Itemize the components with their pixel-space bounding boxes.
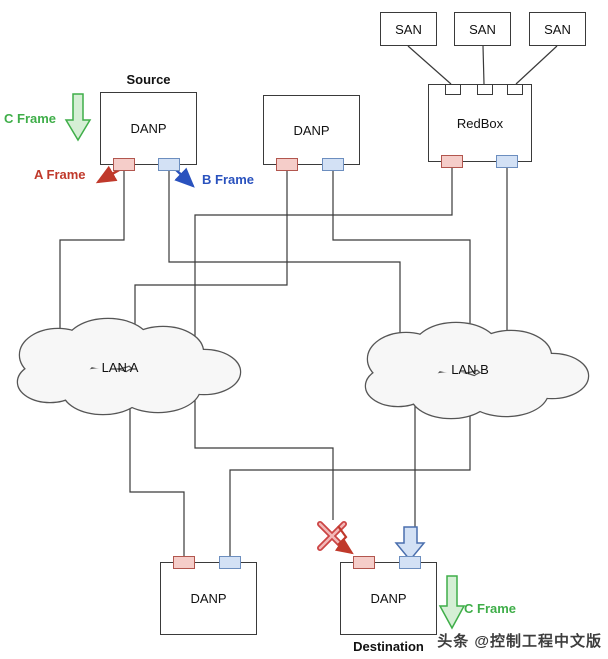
- a-frame-label: A Frame: [34, 167, 86, 182]
- node-redbox: RedBox: [428, 84, 532, 162]
- danp-source-port-a: [113, 158, 135, 171]
- danp-bottom-left-port-a: [173, 556, 195, 569]
- node-san-3: SAN: [529, 12, 586, 46]
- danp-bottom-left-label: DANP: [190, 591, 227, 606]
- c-frame-bottom-arrow: [438, 575, 466, 630]
- connection-lines: [59, 45, 558, 560]
- redbox-uplink-port-2: [477, 84, 493, 95]
- san-1-label: SAN: [395, 21, 422, 37]
- b-frame-label: B Frame: [202, 172, 255, 187]
- lan-b-label: LAN B: [451, 362, 489, 377]
- node-danp-mid: DANP: [263, 95, 360, 165]
- destination-caption: Destination: [353, 639, 424, 654]
- danp-dest-port-a: [353, 556, 375, 569]
- san-2-label: SAN: [469, 21, 496, 37]
- b-frame-receive-arrow: [394, 526, 426, 562]
- a-frame-discard-arrow: [334, 525, 354, 555]
- danp-dest-label: DANP: [370, 591, 407, 606]
- node-san-2: SAN: [454, 12, 511, 46]
- node-danp-dest: DANP: [340, 562, 437, 635]
- redbox-uplink-port-1: [445, 84, 461, 95]
- redbox-label: RedBox: [456, 115, 504, 131]
- danp-source-port-b: [158, 158, 180, 171]
- redbox-port-b: [496, 155, 518, 168]
- redbox-uplink-port-3: [507, 84, 523, 95]
- node-danp-source: DANP: [100, 92, 197, 165]
- lan-a-label: LAN A: [101, 360, 139, 375]
- danp-mid-port-b: [322, 158, 344, 171]
- danp-bottom-left-port-b: [219, 556, 241, 569]
- danp-mid-port-a: [276, 158, 298, 171]
- san-3-label: SAN: [544, 21, 571, 37]
- redbox-port-a: [441, 155, 463, 168]
- node-danp-bottom-left: DANP: [160, 562, 257, 635]
- danp-source-label: DANP: [130, 121, 167, 136]
- c-frame-top-label: C Frame: [4, 111, 57, 126]
- c-frame-bottom-label: C Frame: [464, 601, 517, 616]
- danp-mid-label: DANP: [293, 122, 330, 138]
- source-caption: Source: [126, 72, 171, 87]
- c-frame-top-arrow: [64, 93, 92, 142]
- node-san-1: SAN: [380, 12, 437, 46]
- danp-dest-port-b: [399, 556, 421, 569]
- watermark-text: 头条 @控制工程中文版: [437, 633, 602, 650]
